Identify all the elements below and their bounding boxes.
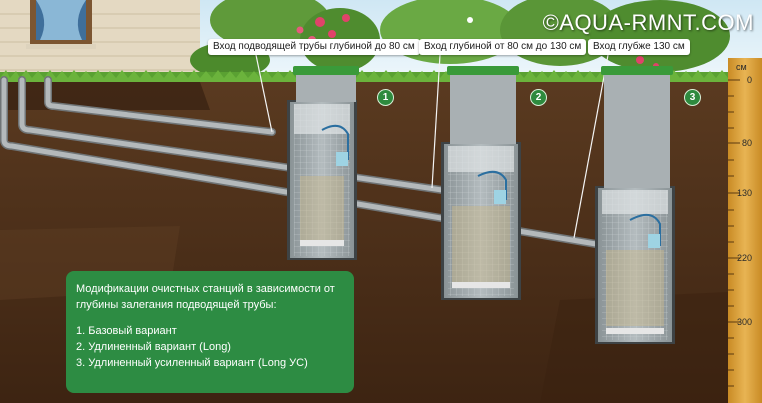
callout-depth-over-130: Вход глубже 130 см bbox=[588, 39, 690, 55]
list-item: 1. Базовый вариант bbox=[76, 325, 177, 337]
list-item: 3. Удлиненный усиленный вариант (Long УС… bbox=[76, 357, 308, 369]
station-1-lid bbox=[293, 66, 359, 75]
ruler-unit-label: см bbox=[736, 62, 747, 72]
station-3-lid bbox=[601, 66, 673, 75]
ruler-tick-220: 220 bbox=[736, 253, 752, 263]
callout-leaders bbox=[255, 54, 609, 239]
house bbox=[0, 0, 200, 78]
station-2 bbox=[441, 66, 521, 300]
info-box-list: 1. Базовый вариант 2. Удлиненный вариант… bbox=[76, 323, 344, 371]
station-2-lid bbox=[447, 66, 519, 75]
station-3-neck bbox=[604, 72, 670, 188]
station-3 bbox=[595, 66, 675, 344]
callout-depth-up-to-80: Вход подводящей трубы глубиной до 80 см bbox=[208, 39, 420, 55]
station-1 bbox=[287, 66, 359, 260]
ruler-tick-130: 130 bbox=[736, 188, 752, 198]
station-number-1: 1 bbox=[377, 89, 394, 106]
info-box-title: Модификации очистных станций в зависимос… bbox=[76, 283, 335, 311]
info-box: Модификации очистных станций в зависимос… bbox=[66, 271, 354, 393]
inlet-pipes bbox=[0, 76, 600, 248]
depth-ruler bbox=[728, 58, 762, 403]
station-number-3: 3 bbox=[684, 89, 701, 106]
list-item: 2. Удлиненный вариант (Long) bbox=[76, 341, 231, 353]
station-1-neck bbox=[296, 70, 356, 102]
ruler-tick-300: 300 bbox=[736, 317, 752, 327]
ruler-tick-labels: 0 80 130 220 300 bbox=[728, 0, 754, 403]
station-number-2: 2 bbox=[530, 89, 547, 106]
watermark: ©AQUA-RMNT.COM bbox=[542, 10, 754, 35]
callout-depth-80-to-130: Вход глубиной от 80 см до 130 см bbox=[419, 39, 587, 55]
ruler-tick-0: 0 bbox=[746, 75, 752, 85]
ruler-tick-80: 80 bbox=[741, 138, 752, 148]
station-2-neck bbox=[450, 72, 516, 144]
